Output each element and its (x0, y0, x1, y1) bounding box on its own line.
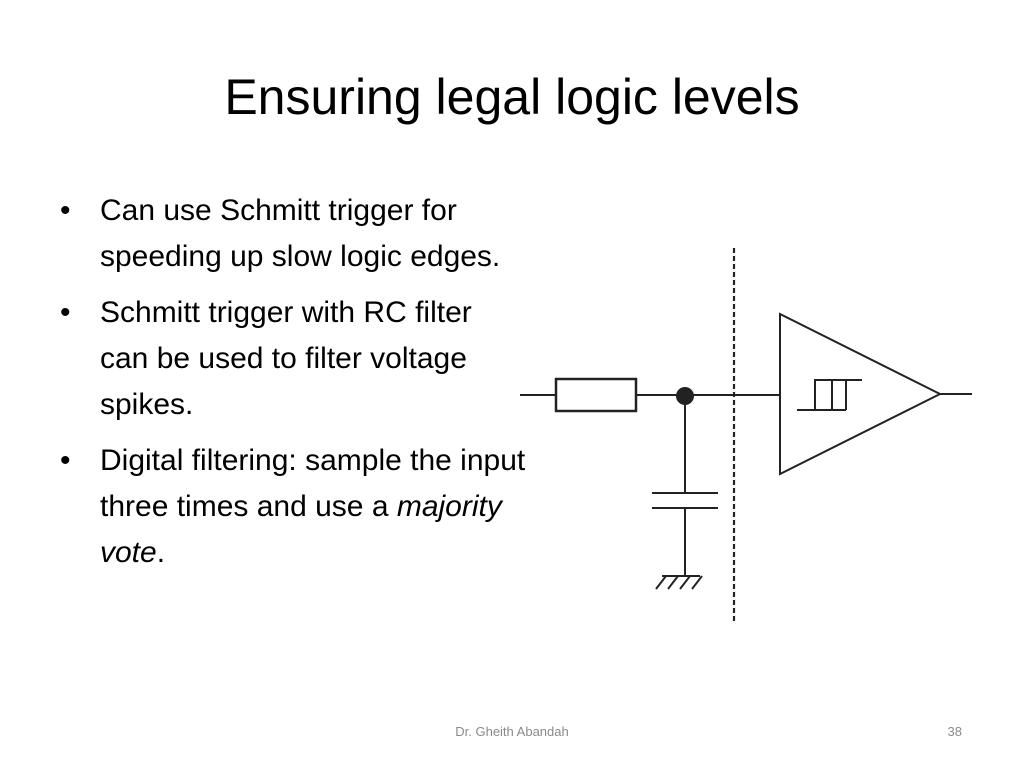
bullet-list: • Can use Schmitt trigger for speeding u… (58, 188, 528, 586)
bullet-text-part: . (156, 536, 166, 569)
bullet-item: • Schmitt trigger with RC filter can be … (58, 290, 528, 428)
bullet-emphasis: majority vote (100, 490, 502, 569)
bullet-marker: • (60, 296, 71, 329)
bullet-marker: • (60, 194, 71, 227)
bullet-item: • Digital filtering: sample the input th… (58, 438, 528, 576)
bullet-item: • Can use Schmitt trigger for speeding u… (58, 188, 528, 280)
bullet-text: Digital filtering: sample the input thre… (100, 438, 528, 576)
junction-node-icon (676, 387, 694, 405)
hysteresis-icon-return (814, 379, 832, 410)
buffer-triangle-icon (779, 312, 943, 476)
bullet-text: Can use Schmitt trigger for speeding up … (100, 194, 501, 273)
resistor-icon (554, 377, 638, 413)
footer-author: Dr. Gheith Abandah (455, 724, 569, 739)
page-number: 38 (947, 724, 962, 739)
slide-title: Ensuring legal logic levels (224, 69, 800, 125)
hysteresis-icon (797, 379, 862, 411)
ground-icon (655, 575, 703, 590)
bullet-marker: • (60, 444, 71, 477)
bullet-text: Schmitt trigger with RC filter can be us… (100, 296, 472, 421)
bullet-text-part: Digital filtering: sample the input thre… (100, 444, 526, 523)
